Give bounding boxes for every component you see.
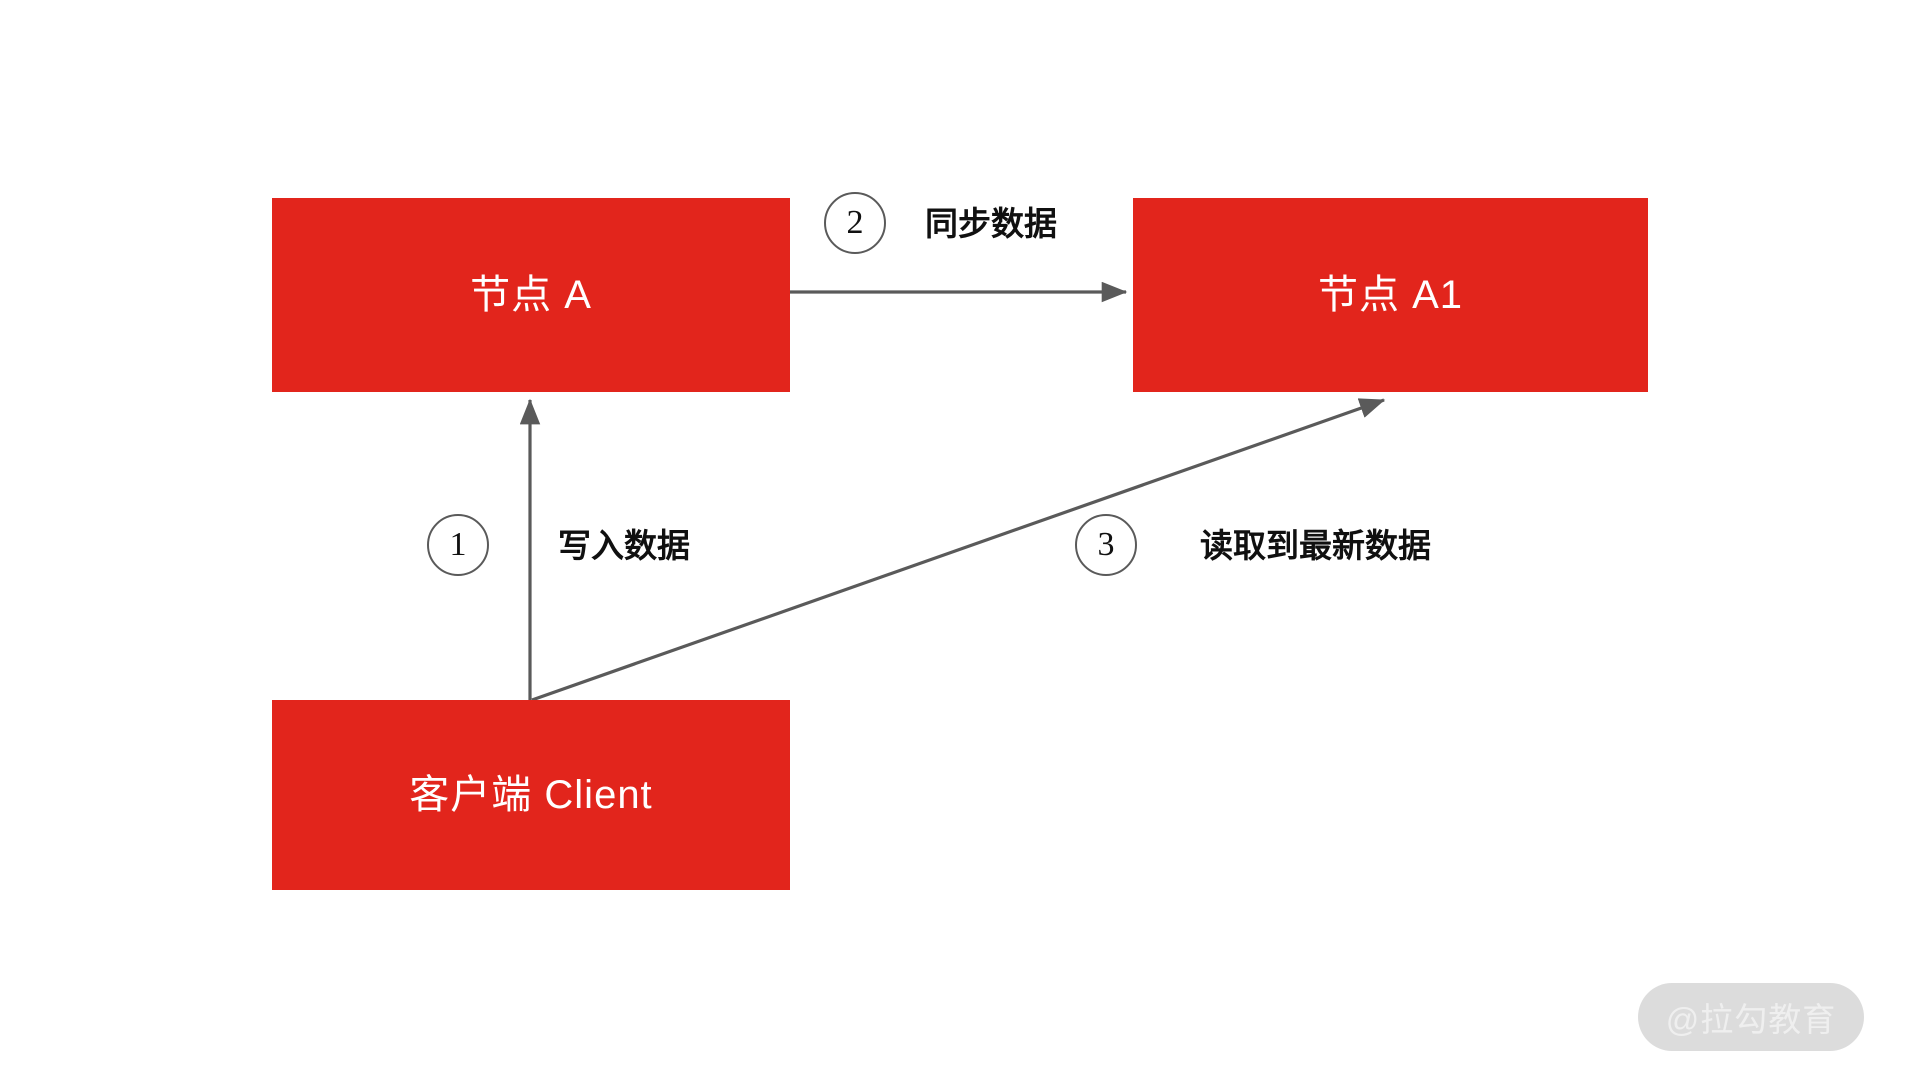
edge-label-read: 读取到最新数据 [1200, 527, 1431, 564]
node-box-a[interactable]: 节点 A [272, 198, 790, 392]
node-label-client: 客户端 Client [409, 773, 653, 817]
step-badge-2: 2 [824, 192, 886, 254]
edge-label-write: 写入数据 [558, 527, 690, 564]
watermark-text: @拉勾教育 [1665, 1001, 1837, 1038]
step-number-2: 2 [846, 204, 864, 241]
node-box-client[interactable]: 客户端 Client [272, 700, 790, 890]
node-box-a1[interactable]: 节点 A1 [1133, 198, 1648, 392]
watermark-badge: @拉勾教育 [1638, 983, 1864, 1051]
edge-label-sync: 同步数据 [925, 205, 1057, 242]
step-number-1: 1 [449, 526, 467, 563]
step-badge-3: 3 [1075, 514, 1137, 576]
step-badge-1: 1 [427, 514, 489, 576]
step-number-3: 3 [1097, 526, 1115, 563]
node-label-a1: 节点 A1 [1317, 273, 1464, 317]
node-label-a: 节点 A [470, 273, 592, 317]
